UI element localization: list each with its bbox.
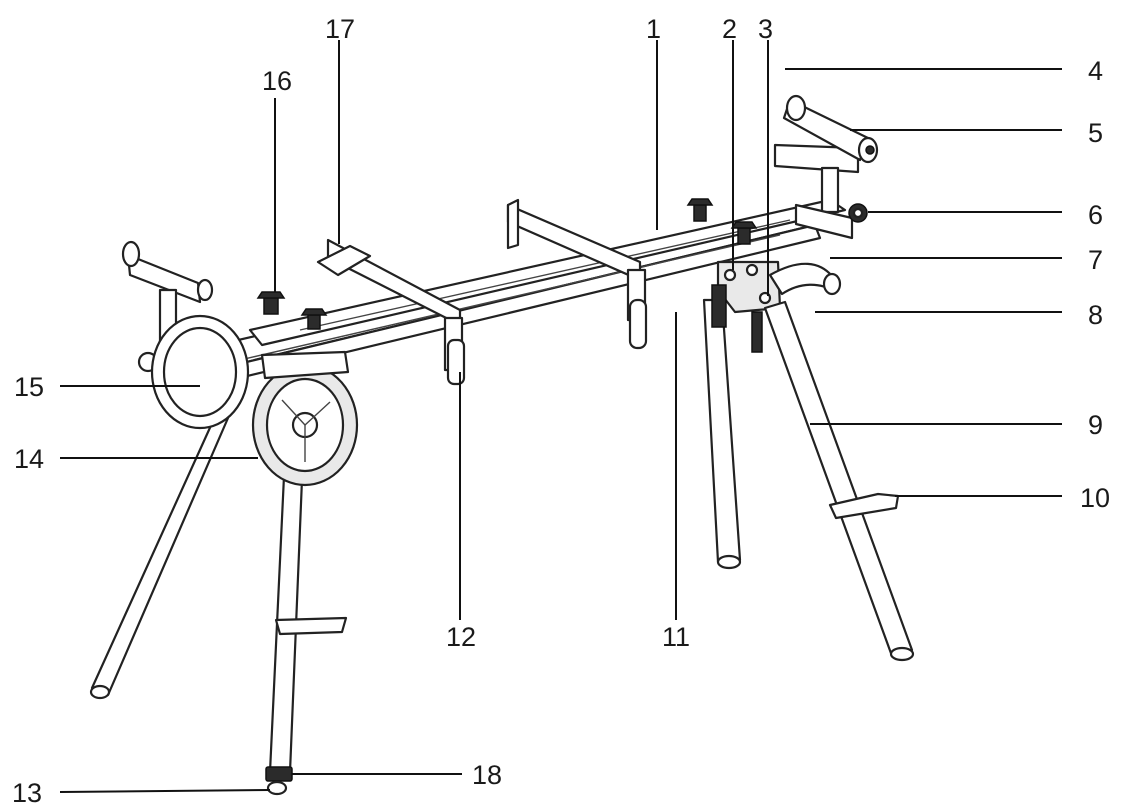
label-7: 7 <box>1088 245 1104 275</box>
label-15: 15 <box>14 372 45 402</box>
leader-lines <box>59 40 1062 793</box>
main-beam <box>193 198 847 387</box>
front-wheel <box>251 350 359 487</box>
label-12: 12 <box>446 622 477 652</box>
label-9: 9 <box>1088 410 1104 440</box>
label-18: 18 <box>472 760 503 790</box>
label-3: 3 <box>758 14 774 44</box>
knob-mid <box>300 308 328 330</box>
label-6: 6 <box>1088 200 1104 230</box>
leader-13 <box>59 789 271 793</box>
label-11: 11 <box>662 622 691 652</box>
label-5: 5 <box>1088 118 1104 148</box>
label-14: 14 <box>14 444 45 474</box>
label-1: 1 <box>646 14 662 44</box>
right-roller-support <box>773 94 879 240</box>
mount-bracket-right <box>506 198 648 350</box>
label-16: 16 <box>262 66 293 96</box>
front-right-leg <box>763 300 915 662</box>
knob-right-a <box>686 198 714 222</box>
label-4: 4 <box>1088 56 1104 86</box>
label-17: 17 <box>325 14 356 44</box>
front-left-leg <box>265 453 348 796</box>
knob-16 <box>256 291 286 315</box>
knob-right-b <box>730 221 758 245</box>
rear-right-leg <box>702 298 742 570</box>
label-8: 8 <box>1088 300 1104 330</box>
label-2: 2 <box>722 14 738 44</box>
label-10: 10 <box>1080 483 1111 513</box>
label-13: 13 <box>12 778 43 808</box>
rear-left-leg <box>89 408 230 700</box>
carry-handle <box>768 262 842 296</box>
rear-left-wheel <box>150 314 250 430</box>
